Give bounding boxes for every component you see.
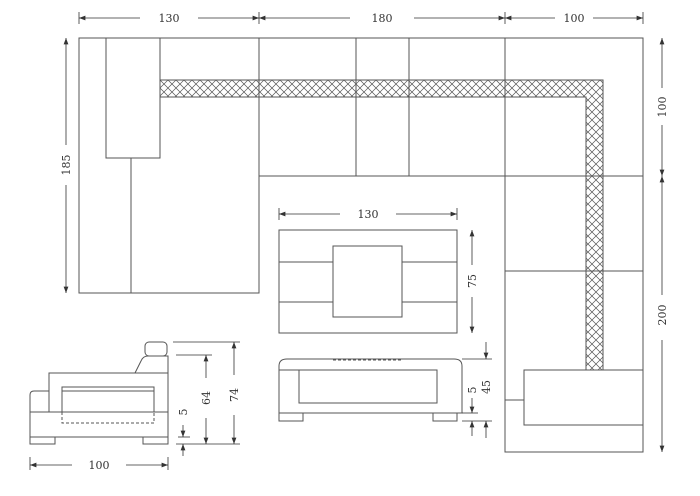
dim-left: 185 [60,155,73,176]
dim-right-lower: 200 [656,305,669,326]
dim-table-depth: 75 [466,274,479,288]
coffee-table-side-view: 45 5 [278,342,493,438]
end-armrest [523,369,644,426]
chaise-backrest [105,37,161,159]
dim-table-leg: 5 [466,387,479,394]
dim-sofa-depth: 100 [89,459,110,472]
sofa-plan-view: 130 180 100 185 100 200 [60,12,669,453]
dim-top-right: 100 [564,12,585,25]
dim-sofa-leg: 5 [177,409,190,416]
dim-top-left: 130 [159,12,180,25]
dim-sofa-total-height: 74 [228,388,241,402]
coffee-table-top-view: 130 75 [278,208,479,334]
dim-top-middle: 180 [372,12,393,25]
dim-table-height: 45 [480,380,493,394]
sofa-side-view: 100 74 64 5 [29,341,241,472]
dim-table-width: 130 [358,208,379,221]
backrest-hatch [159,79,604,371]
dim-sofa-back-height: 64 [200,391,213,405]
dim-right-upper: 100 [656,97,669,118]
